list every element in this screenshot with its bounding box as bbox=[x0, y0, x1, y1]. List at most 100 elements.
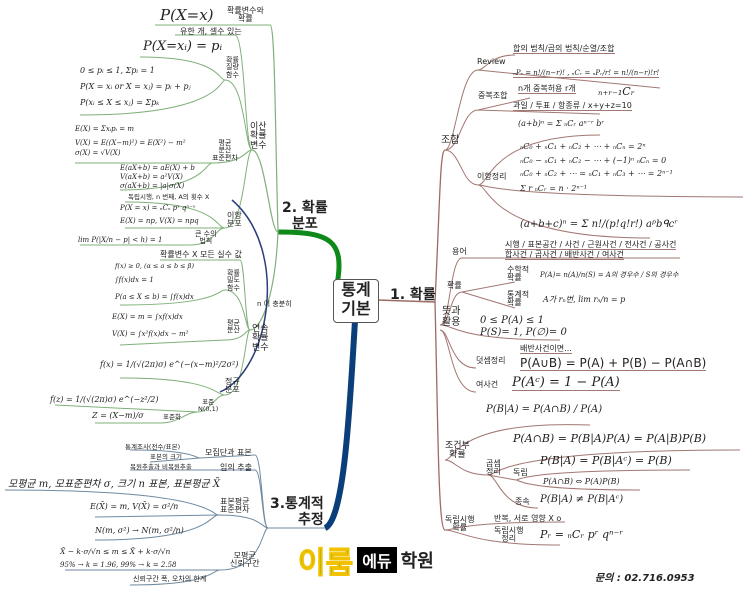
node-law-large-numbers[interactable]: 큰 수의 법칙 bbox=[195, 230, 217, 246]
replacement-text: 복원추출과 비복원추출 bbox=[130, 463, 192, 471]
node-independent-trial[interactable]: 독립시행 확률 bbox=[445, 515, 475, 533]
repeated-combination-examples: 과일 / 투표 / 항종류 / x+y+z=10 bbox=[513, 101, 632, 112]
node-normal[interactable]: 정규 분포 bbox=[225, 377, 240, 395]
std-normal-formula: f(z) = 1/(√(2π)σ) e^(−z²/2) bbox=[50, 395, 159, 404]
node-multiplication[interactable]: 곱셈 정리 bbox=[486, 459, 501, 477]
repeated-combination-text: n개 중복허용 r개 bbox=[518, 84, 576, 95]
stat-probability-formula: A가 rₙ번, lim rₙ/n = p bbox=[543, 295, 626, 304]
branch-distribution-line1: 2. 확률 bbox=[282, 200, 328, 216]
n-large-label: n 이 충분히 bbox=[257, 300, 292, 308]
pdf-formula-1: f(x) ≥ 0, (α ≤ a ≤ b ≤ β) bbox=[115, 262, 194, 270]
node-dependent[interactable]: 종속 bbox=[515, 497, 530, 506]
pmf-formula-2: P(X = xᵢ or X = xⱼ) = pᵢ + pⱼ bbox=[80, 82, 191, 91]
terms-line2: 합사건 / 곱사건 / 배반사건 / 여사건 bbox=[505, 250, 625, 261]
axiom-1: 0 ≤ P(A) ≤ 1 bbox=[480, 315, 544, 326]
node-terms[interactable]: 용어 bbox=[452, 247, 467, 256]
pmf-formula-1: 0 ≤ pᵢ ≤ 1, Σpᵢ = 1 bbox=[80, 66, 155, 75]
node-binomial-dist[interactable]: 이항 분포 bbox=[227, 211, 242, 229]
node-population-sample[interactable]: 모집단과 표본 bbox=[205, 448, 252, 457]
continuous-ev-1: E(X) = m = ∫xf(x)dx bbox=[112, 313, 183, 321]
academy-logo: 이룸 에듀 학원 bbox=[297, 538, 433, 582]
node-probability[interactable]: 확률 bbox=[447, 281, 462, 290]
node-standardize[interactable]: 표준화 bbox=[163, 413, 181, 421]
repeated-combination-formula: ₙ₊ᵣ₋₁Cᵣ bbox=[598, 85, 635, 98]
binomial-text: 독립시행, n 번째, A의 횟수 X bbox=[128, 193, 210, 201]
branch-distribution-line2: 분포 bbox=[291, 216, 318, 232]
logo-part2: 에듀 bbox=[357, 547, 397, 573]
axiom-2: P(S)= 1, P(∅)= 0 bbox=[480, 327, 567, 338]
binomial-dist-formula-1: P(X = x) = ₙCₓ pˣ qⁿ⁻ˣ bbox=[120, 204, 196, 212]
complement-formula: P(Aᶜ) = 1 − P(A) bbox=[512, 375, 620, 391]
sample-mean-formula-2: N(m, σ²) → N(m, σ²/n) bbox=[95, 526, 184, 535]
logo-part1: 이룸 bbox=[297, 546, 354, 582]
binomial-formula-4: Σ r ₙCᵣ = n · 2ⁿ⁻¹ bbox=[520, 184, 588, 193]
node-mean-var-sd[interactable]: 평균 분산 표준편차 bbox=[212, 139, 238, 162]
binomial-formula-2: ₙC₀ − ₙC₁ + ₙC₂ − ⋯ + (−1)ⁿ ₙCₙ = 0 bbox=[520, 156, 667, 165]
node-mean-var[interactable]: 평균 분산 bbox=[227, 319, 240, 335]
node-meaning-line2: 활용 bbox=[442, 316, 461, 328]
node-trial-theorem[interactable]: 독립시행 정리 bbox=[494, 526, 524, 544]
node-sample-mean[interactable]: 표본평균 표준편차 bbox=[220, 497, 250, 515]
binomial-formula-3: ₙC₀ + ₙC₂ + ⋯ = ₙC₁ + ₙC₃ + ⋯ = 2ⁿ⁻¹ bbox=[520, 169, 673, 178]
px-formula: P(X=x) bbox=[160, 6, 214, 24]
terms-line1: 시행 / 표본공간 / 사건 / 근원사건 / 전사건 / 공사건 bbox=[505, 240, 677, 251]
independent-formula-2: P(A∩B) ⇔ P(A)P(B) bbox=[543, 477, 620, 486]
node-review[interactable]: Review bbox=[477, 57, 506, 66]
normal-formula: f(x) = 1/(√(2π)σ) e^(−(x−m)²/2σ²) bbox=[100, 360, 239, 369]
expectation-2: V(X) = E((X−m)²) = E(X²) − m² bbox=[75, 139, 186, 147]
review-formula: ₙPᵣ = n!/(n−r)! , ₙCᵣ = ₙPᵣ/r! = n!/(n−r… bbox=[513, 69, 660, 79]
branch-probability[interactable]: 1. 확률 bbox=[390, 287, 436, 303]
binomial-dist-formula-2: E(X) = np, V(X) = npq bbox=[120, 217, 199, 225]
node-addition-theorem[interactable]: 덧셈정리 bbox=[476, 356, 506, 365]
node-complement[interactable]: 여사건 bbox=[476, 380, 499, 389]
node-std-normal[interactable]: 표준 N(0,1) bbox=[198, 398, 219, 413]
node-binomial-theorem[interactable]: 이항정리 bbox=[477, 172, 507, 181]
sample-text: 모평균 m, 모표준편차 σ, 크기 n 표본, 표본평균 X̄ bbox=[8, 479, 221, 490]
lln-formula: lim P(|X/n − p| < h) = 1 bbox=[78, 236, 163, 244]
center-line2: 기본 bbox=[341, 299, 371, 318]
center-line1: 통계 bbox=[341, 280, 371, 299]
node-repeated-combination[interactable]: 중복조합 bbox=[478, 91, 508, 100]
node-combination[interactable]: 조합 bbox=[441, 135, 460, 146]
ci-formula-2: 95% → k = 1.96, 99% → k = 2.58 bbox=[60, 561, 177, 569]
independent-trial-formula: Pᵣ = ₙCᵣ pʳ qⁿ⁻ʳ bbox=[540, 528, 624, 541]
node-confidence-interval[interactable]: 모평균 신뢰구간 bbox=[230, 551, 260, 569]
branch-estimation-line2: 추정 bbox=[297, 512, 324, 528]
contact-info: 문의 : 02.716.0953 bbox=[595, 573, 695, 584]
pmf-formula-3: P(xᵢ ≤ X ≤ xⱼ) = Σpₖ bbox=[80, 98, 160, 107]
math-probability-formula: P(A)= n(A)/n(S) = A의 경우수 / S의 경우수 bbox=[540, 271, 679, 279]
linear-3: σ(aX+b) = |a|σ(X) bbox=[120, 182, 185, 190]
node-random-sampling[interactable]: 임의 추출 bbox=[220, 463, 252, 472]
node-independent[interactable]: 독립 bbox=[513, 468, 528, 477]
node-conditional[interactable]: 조건부 확률 bbox=[445, 441, 470, 461]
review-rules: 합의 법칙/곱의 법칙/순열/조합 bbox=[513, 44, 615, 55]
node-pdf[interactable]: 확률 밀도 함수 bbox=[227, 269, 240, 292]
pdf-formula-2: ∫f(x)dx = 1 bbox=[115, 276, 154, 284]
linear-1: E(aX+b) = aE(X) + b bbox=[120, 164, 195, 172]
sample-mean-formula-1: E(X̄) = m, V(X̄) = σ²/n bbox=[90, 502, 179, 511]
ci-formula-1: X̄ − k·σ/√n ≤ m ≤ X̄ + k·σ/√n bbox=[60, 547, 171, 556]
expectation-3: σ(X) = √V(X) bbox=[75, 149, 121, 157]
expectation-1: E(X) = Σxᵢpᵢ = m bbox=[75, 125, 135, 133]
binomial-formula-5: (a+b+c)ⁿ = Σ n!/(p!q!r!) aᵖbᑫcʳ bbox=[520, 219, 678, 230]
node-meaning-line1: 뜻과 bbox=[442, 306, 461, 317]
z-formula: Z = (X−m)/σ bbox=[92, 411, 144, 420]
survey-text: 통계조사(전수/표본) bbox=[125, 443, 181, 451]
node-discrete[interactable]: 이산 확률 변수 bbox=[250, 122, 267, 151]
node-continuous[interactable]: 연속 확률 변수 bbox=[252, 324, 269, 353]
branch-estimation-line1: 3.통계적 bbox=[270, 496, 324, 512]
linear-2: V(aX+b) = a²V(X) bbox=[120, 173, 183, 181]
node-random-variable[interactable]: 확률변수와 확률 bbox=[227, 6, 264, 24]
sample-size-text: 표본의 크기 bbox=[150, 453, 182, 461]
node-stat-probability[interactable]: 통계적 확률 bbox=[507, 290, 530, 308]
addition-formula: P(A∪B) = P(A) + P(B) − P(A∩B) bbox=[520, 356, 707, 371]
ci-width-text: 신뢰구간 폭, 오차의 한계 bbox=[133, 575, 207, 583]
node-pmf[interactable]: 확률 질량 함수 bbox=[226, 56, 239, 79]
node-math-probability[interactable]: 수학적 확률 bbox=[507, 265, 530, 283]
